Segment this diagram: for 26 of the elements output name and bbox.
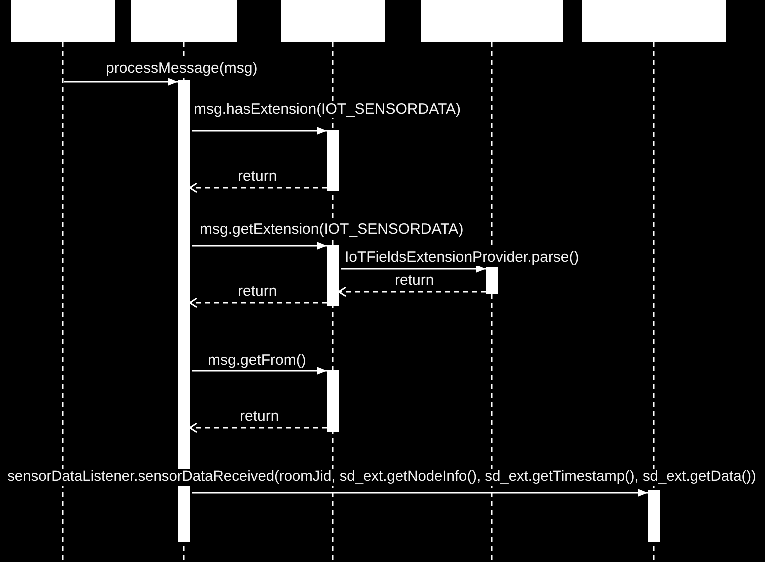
activation-bar bbox=[327, 130, 339, 191]
edge-label: IoTFieldsExtensionProvider.parse() bbox=[344, 249, 580, 266]
message-arrow bbox=[64, 78, 178, 86]
message-arrow bbox=[192, 367, 327, 375]
edge-label: processMessage(msg) bbox=[105, 60, 259, 77]
activation-bar bbox=[327, 370, 339, 432]
message-arrow bbox=[192, 127, 327, 135]
activation-bar bbox=[327, 245, 339, 306]
activation-bar bbox=[486, 267, 498, 294]
activation-bar bbox=[648, 490, 660, 542]
participant-box bbox=[131, 0, 237, 42]
return-arrow bbox=[189, 422, 327, 434]
edge-label: msg.getExtension(IOT_SENSORDATA) bbox=[199, 221, 465, 238]
edge-label: msg.getFrom() bbox=[207, 352, 308, 369]
participant-box bbox=[421, 0, 563, 42]
participant-box bbox=[281, 0, 385, 42]
return-arrow bbox=[189, 298, 327, 308]
participant-box bbox=[11, 0, 115, 42]
edge-label: msg.hasExtension(IOT_SENSORDATA) bbox=[193, 101, 462, 118]
participant-box bbox=[582, 0, 726, 42]
message-arrow bbox=[192, 489, 648, 497]
message-arrow bbox=[192, 242, 327, 250]
edge-label: sensorDataListener.sensorDataReceived(roomJid, sd_ext.getNodeInfo(), sd_ext.getTimestamp(), sd_ext.getData()) bbox=[6, 469, 758, 486]
return-arrow bbox=[189, 182, 327, 194]
return-arrow bbox=[338, 286, 486, 298]
message-arrow bbox=[341, 265, 486, 273]
